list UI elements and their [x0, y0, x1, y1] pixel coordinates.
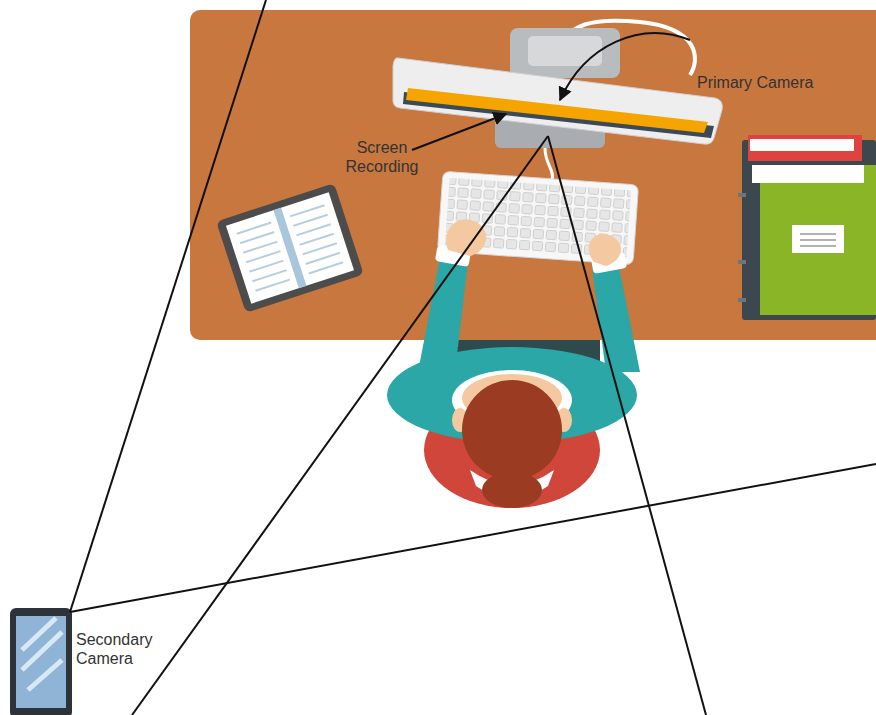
green-binder [760, 165, 876, 315]
hair-bun [482, 472, 542, 508]
callout-label: Screen Recording [344, 138, 420, 176]
dark-binder [742, 140, 876, 320]
keyboard-cable [545, 148, 553, 180]
right-hand [589, 234, 621, 266]
callout-label: Primary Camera [697, 73, 827, 92]
primary-view-line [548, 136, 706, 715]
right-arm [592, 262, 640, 372]
notebook-lines [237, 205, 343, 290]
notebook-cover [216, 183, 364, 313]
secondary-view-line [70, 0, 266, 612]
leader-arrow [412, 114, 506, 150]
binder-label-lines [800, 234, 836, 246]
leader-arrow [560, 33, 690, 100]
binders [738, 135, 876, 320]
tablet [10, 608, 72, 715]
binder-label [792, 225, 844, 253]
view-lines [70, 0, 876, 715]
notebook-pages [226, 192, 354, 303]
notebook [216, 183, 364, 313]
binder-rings [738, 195, 746, 300]
stand-plate [528, 36, 602, 66]
callout-label: Secondary Camera [76, 630, 148, 668]
person [387, 219, 640, 508]
monitor-body [393, 58, 722, 144]
primary-view-line [132, 136, 548, 715]
red-book [748, 135, 862, 161]
head-hair [462, 380, 562, 480]
tablet-screen [16, 616, 66, 708]
tablet-glare [22, 618, 62, 690]
red-book-pages [750, 139, 854, 151]
monitor [393, 58, 722, 144]
monitor-screen [406, 88, 708, 133]
secondary-view-line [70, 464, 876, 612]
tablet-frame [10, 608, 72, 715]
notebook-spine [274, 208, 307, 288]
stand-back [510, 28, 620, 78]
desk [190, 10, 876, 340]
green-binder-pages [752, 165, 864, 183]
